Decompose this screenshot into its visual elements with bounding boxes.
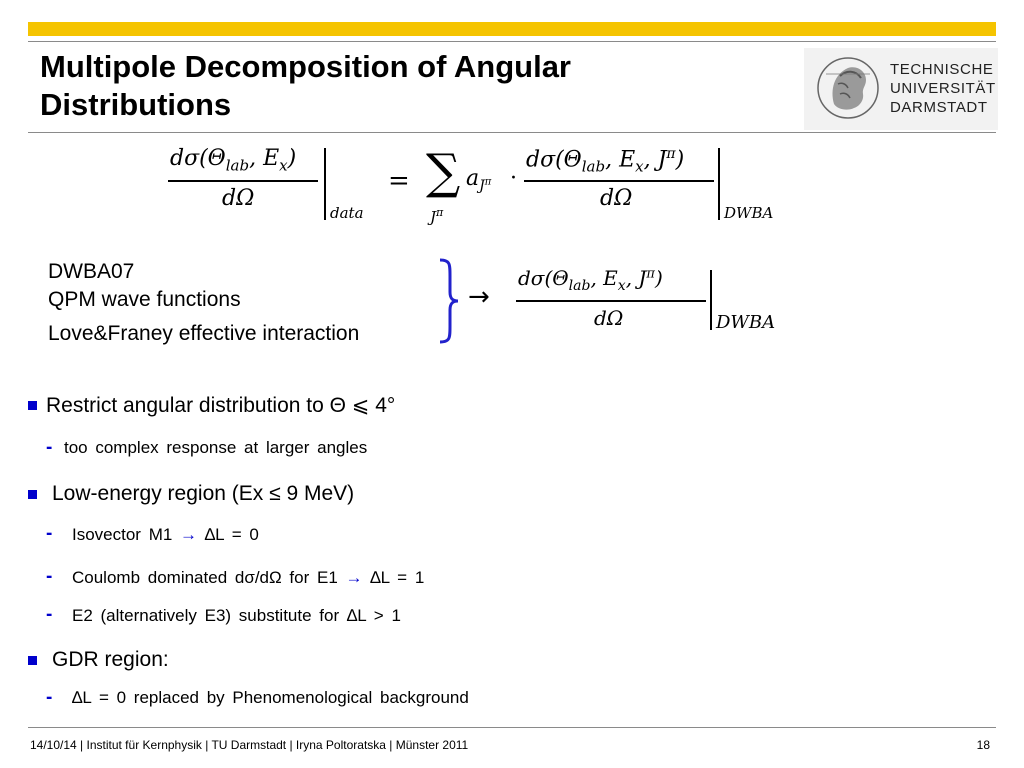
bullet-marker: [28, 401, 37, 410]
page-number: 18: [976, 738, 990, 752]
maps-to-arrow: →: [468, 282, 490, 312]
dwba-cross-section: dσ(Θlab, Ex, Jπ) dΩ DWBA: [510, 262, 810, 342]
bullet-2-text: Low-energy region (Ex ≤ 9 MeV): [52, 482, 355, 505]
logo-line-3: DARMSTADT: [890, 99, 988, 116]
tu-darmstadt-logo: TECHNISCHE UNIVERSITÄT DARMSTADT: [804, 48, 998, 130]
rhs-numerator: dσ(Θlab, Ex, Jπ): [526, 146, 685, 176]
sub-2-2-arrow: →: [345, 568, 363, 587]
eq2-numerator: dσ(Θlab, Ex, Jπ): [518, 266, 663, 294]
athena-head-icon: [817, 57, 879, 119]
sub-3-1-text: ∆L = 0 replaced by Phenomenological back…: [72, 688, 469, 707]
logo-text: TECHNISCHE UNIVERSITÄT DARMSTADT: [890, 60, 996, 117]
footer-text: 14/10/14 | Institut für Kernphysik | TU …: [30, 738, 469, 752]
sub-dash: -: [46, 523, 53, 544]
sub-2-1-text: Isovector M1 → ∆L = 0: [72, 525, 259, 544]
rhs-eval-label: DWBA: [724, 204, 774, 222]
logo-line-2: UNIVERSITÄT: [890, 80, 996, 97]
sub-dash: -: [46, 604, 53, 625]
eq2-eval-bar: [710, 270, 712, 330]
lhs-numerator: dσ(Θlab, Ex): [170, 146, 297, 175]
sub-dash: -: [46, 566, 53, 587]
slide-title: Multipole Decomposition of Angular Distr…: [40, 49, 571, 122]
bullet-marker: [28, 490, 37, 499]
equals-sign: =: [388, 166, 410, 196]
sum-index: Jπ: [430, 206, 444, 226]
eq2-eval-label: DWBA: [716, 312, 776, 333]
sub-2-2-text: Coulomb dominated dσ/dΩ for E1 → ∆L = 1: [72, 568, 425, 587]
sub-1-1-text: too complex response at larger angles: [64, 438, 368, 457]
decomposition-equation: dσ(Θlab, Ex) dΩ data = ∑ Jπ aJπ · dσ(Θla…: [160, 140, 820, 240]
eq2-fraction-bar: [516, 300, 706, 302]
input-line-2: QPM wave functions: [48, 288, 241, 311]
rhs-eval-bar: [718, 148, 720, 220]
coefficient: aJπ: [466, 166, 492, 195]
bullet-3-text: GDR region:: [52, 648, 169, 671]
accent-bar: [28, 22, 996, 36]
lhs-denominator: dΩ: [222, 186, 255, 211]
sub-dash: -: [46, 437, 53, 458]
eq2-denominator: dΩ: [594, 306, 624, 330]
dot-operator: ·: [510, 166, 517, 191]
sub-2-1-arrow: →: [180, 525, 198, 544]
footer-divider: [28, 727, 996, 728]
header-divider: [28, 41, 996, 42]
bullet-1-text: Restrict angular distribution to Θ ⩽ 4°: [46, 394, 396, 417]
sub-dash: -: [46, 687, 53, 708]
logo-line-1: TECHNISCHE: [890, 61, 994, 78]
title-divider: [28, 132, 996, 133]
rhs-denominator: dΩ: [600, 186, 633, 211]
rhs-fraction-bar: [524, 180, 714, 182]
lhs-eval-bar: [324, 148, 326, 220]
lhs-eval-label: data: [330, 204, 364, 222]
sum-sign: ∑: [426, 144, 461, 200]
input-line-1: DWBA07: [48, 260, 135, 283]
right-brace-icon: [439, 258, 459, 344]
lhs-fraction-bar: [168, 180, 318, 182]
sub-2-3-text: E2 (alternatively E3) substitute for ∆L …: [72, 606, 401, 625]
bullet-marker: [28, 656, 37, 665]
input-line-3: Love&Franey effective interaction: [48, 322, 360, 345]
